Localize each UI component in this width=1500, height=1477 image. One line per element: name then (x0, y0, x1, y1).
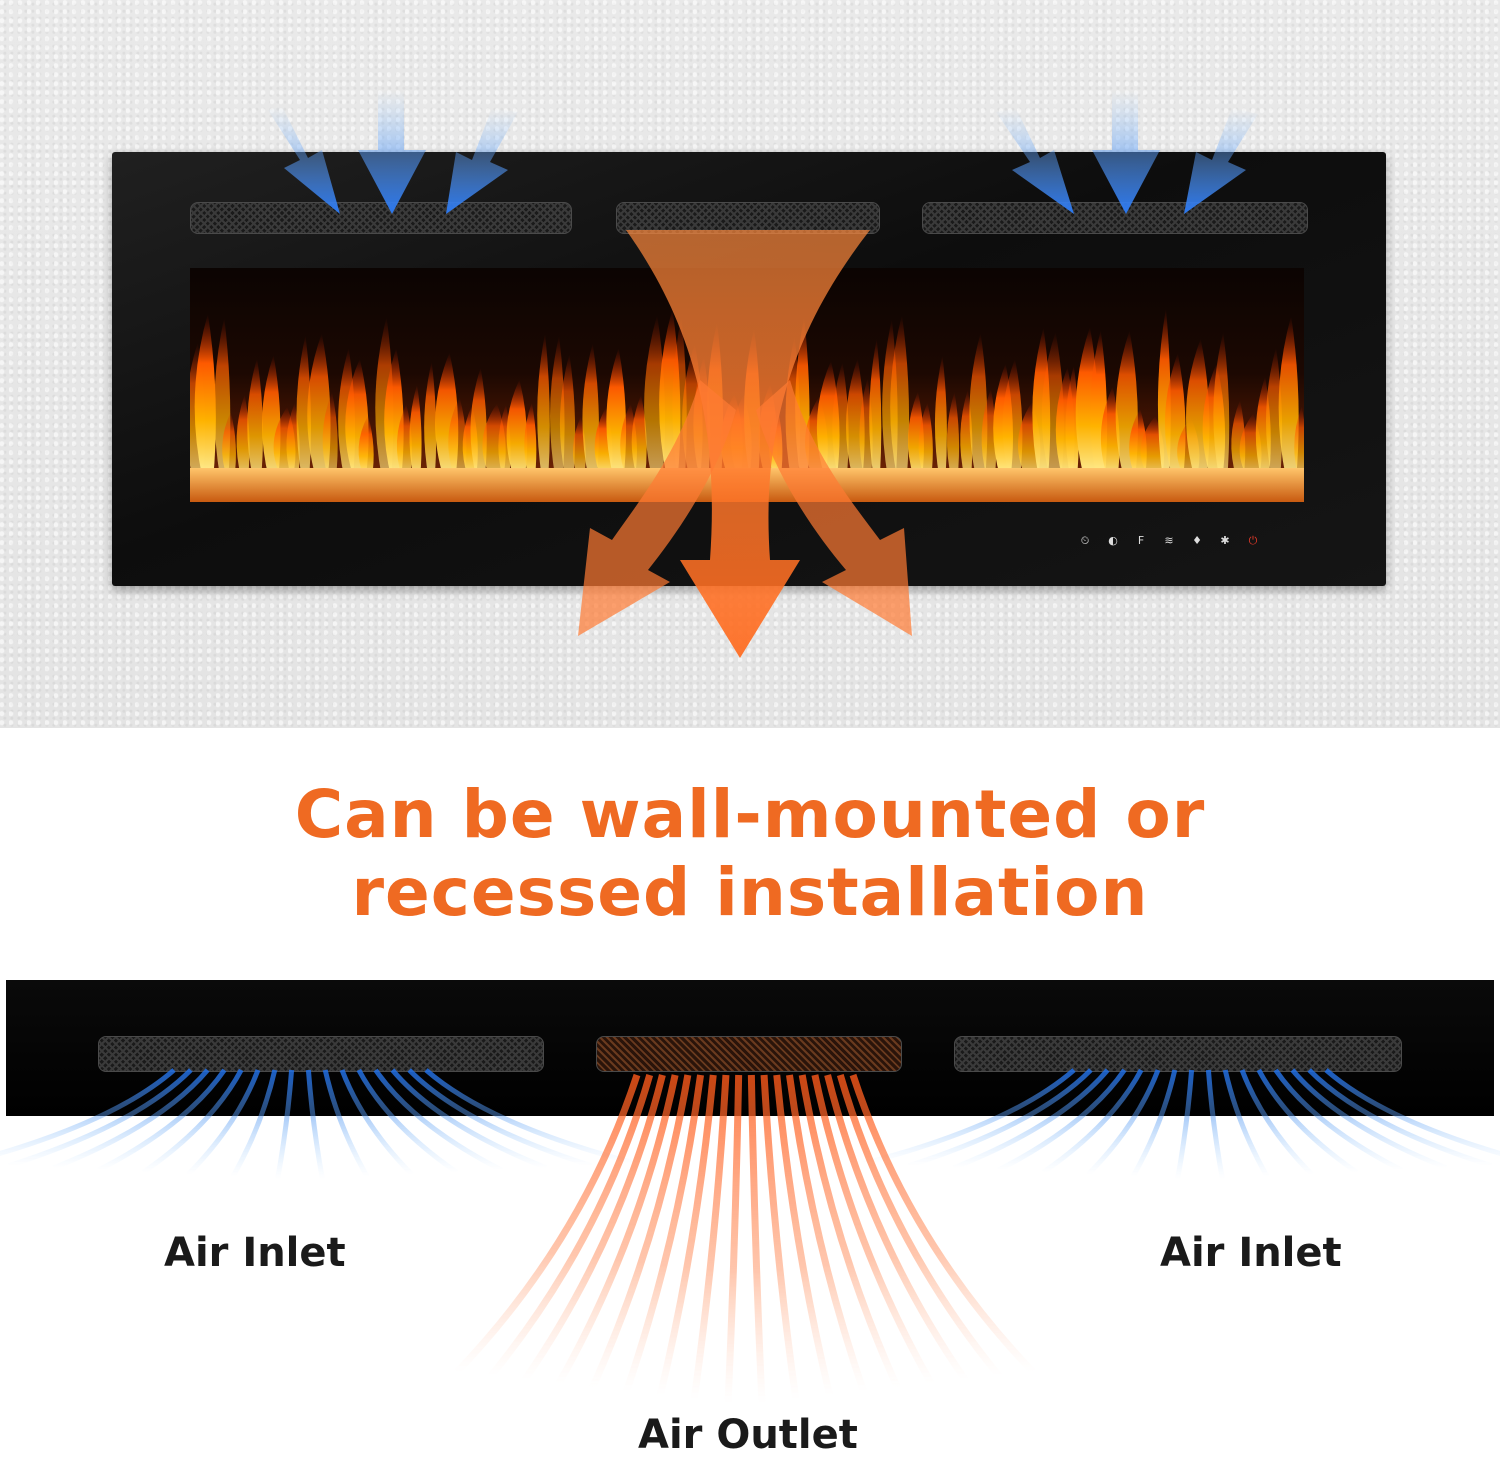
airflow-line (751, 1075, 762, 1403)
airflow-line (1208, 1070, 1222, 1179)
right-air-inlet-label: Air Inlet (1160, 1230, 1342, 1276)
left-air-inlet-label: Air Inlet (164, 1230, 346, 1276)
airflow-line (1178, 1070, 1192, 1179)
left-inlet-stream (0, 1070, 636, 1179)
airflow-line (342, 1070, 412, 1175)
airflow-line (188, 1070, 258, 1175)
airflow-line (0, 1070, 174, 1164)
air-outlet-label: Air Outlet (638, 1412, 858, 1458)
airflow-line (308, 1070, 322, 1179)
outlet-stream (457, 1075, 1033, 1403)
airflow-line (864, 1070, 1074, 1164)
airflow-line (1088, 1070, 1158, 1175)
right-inlet-stream (864, 1070, 1500, 1179)
airflow-line (1242, 1070, 1312, 1175)
airflow-line (278, 1070, 292, 1179)
airflow-line (1326, 1070, 1500, 1164)
airflow-line (728, 1075, 739, 1403)
